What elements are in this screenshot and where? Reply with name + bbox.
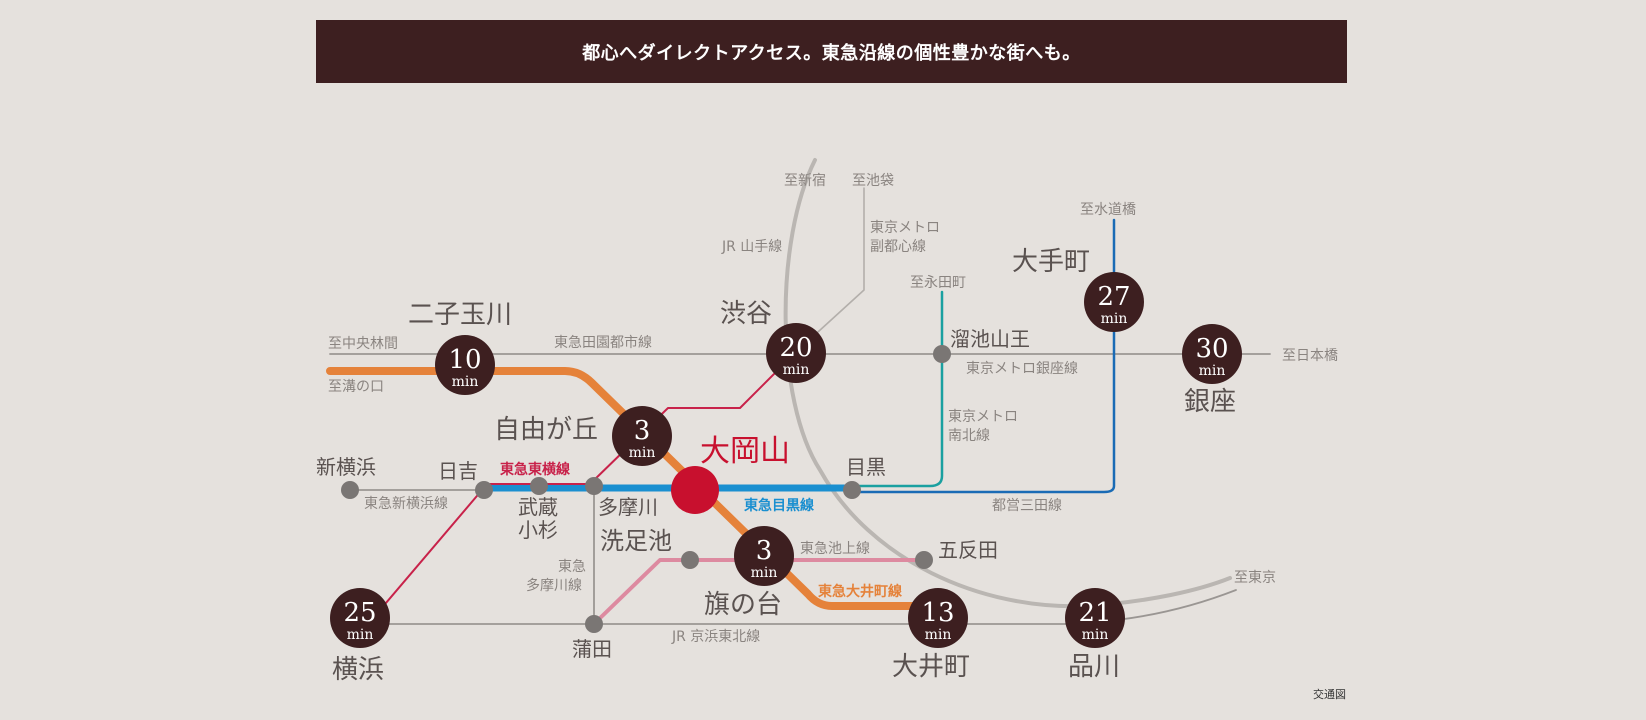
label-tamagawa-line-2: 多摩川線	[526, 577, 582, 594]
line-ikegami	[594, 558, 926, 624]
badge-minutes: 3	[634, 416, 651, 446]
dot-gotanda	[915, 551, 933, 569]
label-ginza: 銀座	[1184, 387, 1236, 417]
label-hatanodai: 旗の台	[704, 590, 782, 620]
badge-unit: min	[1082, 627, 1109, 643]
label-namboku-2: 南北線	[948, 428, 990, 444]
home-station-marker	[671, 466, 719, 514]
dot-musashikosugi	[530, 477, 548, 495]
banner-title: 都心へダイレクトアクセス。東急沿線の個性豊かな街へも。	[582, 42, 1081, 64]
label-dir-shinjuku: 至新宿	[784, 172, 826, 189]
label-dir-nihonbashi: 至日本橋	[1282, 348, 1338, 364]
label-shinyokohama-line: 東急新横浜線	[364, 496, 448, 512]
label-namboku-1: 東京メトロ	[948, 409, 1018, 425]
badge-circle	[330, 588, 390, 648]
label-shinagawa: 品川	[1068, 652, 1120, 682]
badge-circle	[1182, 324, 1242, 384]
dot-senzokuike	[681, 551, 699, 569]
label-jiyugaoka: 自由が丘	[494, 415, 598, 445]
label-tamagawa: 多摩川	[598, 495, 658, 519]
label-gotanda: 五反田	[938, 538, 998, 562]
badge-circle	[612, 406, 672, 466]
dot-meguro	[843, 481, 861, 499]
badge-unit: min	[751, 565, 778, 581]
label-musashikosugi-2: 小杉	[518, 518, 558, 542]
label-tamagawa-line-1: 東急	[558, 559, 586, 575]
dot-shinyokohama	[341, 481, 359, 499]
label-musashikosugi-1: 武蔵	[518, 495, 558, 519]
label-yokohama: 横浜	[332, 655, 384, 685]
label-tameike: 溜池山王	[950, 327, 1030, 351]
label-denentoshi: 東急田園都市線	[554, 334, 652, 351]
badge-circle	[1084, 272, 1144, 332]
label-futakotamagawa: 二子玉川	[408, 300, 512, 330]
label-dir-tokyo: 至東京	[1234, 570, 1276, 586]
header-banner: 都心へダイレクトアクセス。東急沿線の個性豊かな街へも。	[316, 20, 1347, 83]
label-meguro-line: 東急目黒線	[744, 497, 814, 514]
badge-minutes: 10	[448, 345, 481, 375]
label-dir-nagatacho: 至永田町	[910, 275, 966, 291]
badge-circle	[734, 526, 794, 586]
label-kamata: 蒲田	[572, 637, 612, 661]
badge-minutes: 13	[921, 598, 954, 628]
label-ikegami: 東急池上線	[800, 541, 870, 557]
badge-minutes: 27	[1097, 282, 1130, 312]
label-oimachi-line: 東急大井町線	[818, 583, 902, 600]
dot-tameike	[933, 345, 951, 363]
label-ginza-line: 東京メトロ銀座線	[966, 361, 1078, 377]
label-shibuya: 渋谷	[720, 299, 772, 329]
label-fukutoshin-2: 副都心線	[870, 239, 926, 255]
badge-unit: min	[1101, 311, 1128, 327]
label-home: 大岡山	[700, 434, 790, 469]
label-hiyoshi: 日吉	[438, 459, 478, 483]
label-yamanote: JR 山手線	[721, 239, 782, 255]
label-fukutoshin-1: 東京メトロ	[870, 220, 940, 236]
badge-minutes: 20	[779, 333, 812, 363]
map-caption: 交通図	[1313, 688, 1346, 701]
badge-circle	[1065, 588, 1125, 648]
label-keihin: JR 京浜東北線	[671, 629, 760, 645]
label-meguro: 目黒	[846, 455, 886, 479]
label-dir-suidobashi: 至水道橋	[1080, 202, 1136, 218]
label-dir-chuorinkan: 至中央林間	[328, 336, 398, 352]
line-fukutoshin	[795, 187, 865, 353]
badge-minutes: 3	[756, 536, 773, 566]
label-dir-mizonokuchi: 至溝の口	[328, 379, 384, 395]
label-dir-ikebukuro: 至池袋	[852, 173, 894, 189]
label-otemachi: 大手町	[1012, 247, 1090, 277]
dot-hiyoshi	[475, 481, 493, 499]
label-senzokuike: 洗足池	[600, 527, 672, 555]
badge-minutes: 30	[1195, 334, 1228, 364]
badge-unit: min	[629, 445, 656, 461]
badge-unit: min	[452, 374, 479, 390]
badge-minutes: 25	[343, 598, 376, 628]
badge-minutes: 21	[1078, 598, 1111, 628]
dot-kamata	[585, 615, 603, 633]
badge-unit: min	[783, 362, 810, 378]
line-mita	[853, 218, 1116, 494]
badge-unit: min	[925, 627, 952, 643]
label-mita: 都営三田線	[992, 498, 1062, 514]
label-toyoko: 東急東横線	[500, 461, 570, 478]
badge-circle	[766, 323, 826, 383]
label-shinyokohama: 新横浜	[316, 455, 376, 479]
line-namboku	[853, 290, 944, 488]
badge-unit: min	[347, 627, 374, 643]
dot-tamagawa	[585, 477, 603, 495]
line-yamanote	[783, 158, 1232, 609]
label-oimachi: 大井町	[892, 652, 970, 682]
badge-circle	[435, 335, 495, 395]
badge-circle	[908, 588, 968, 648]
badge-unit: min	[1199, 363, 1226, 379]
